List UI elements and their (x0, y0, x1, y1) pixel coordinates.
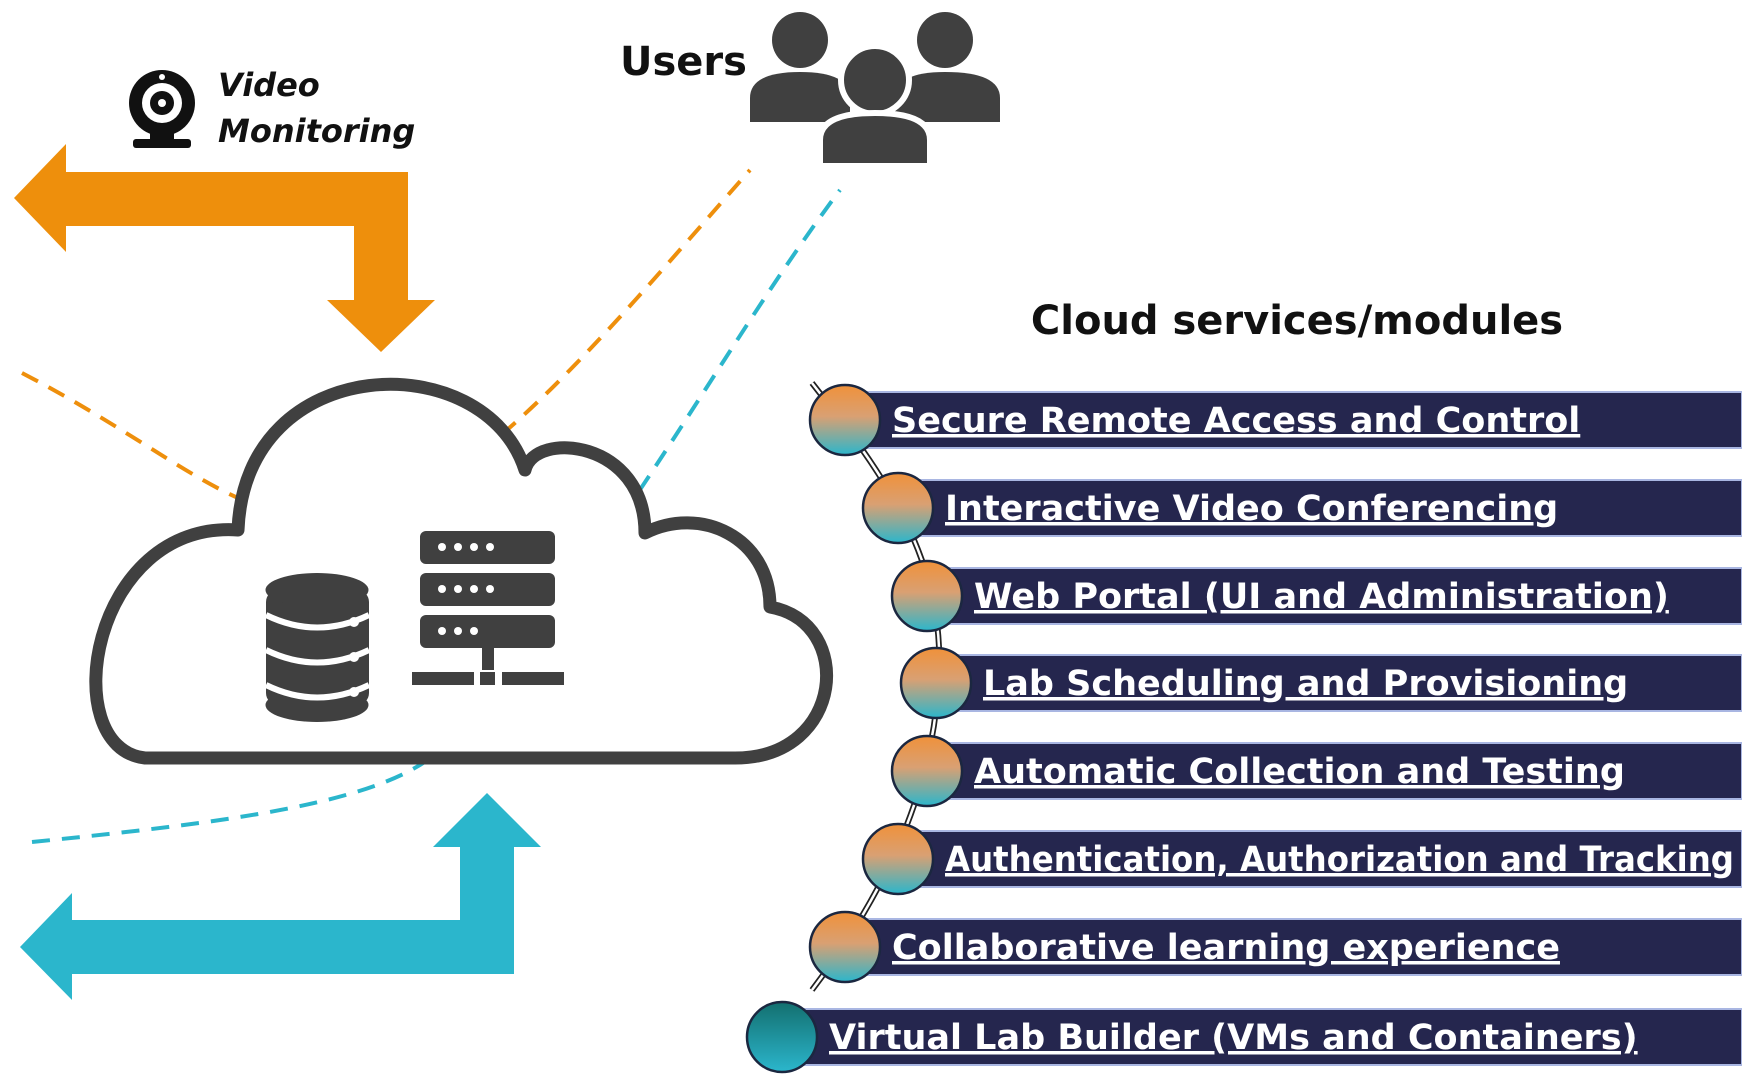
module-bar[interactable] (897, 479, 1742, 537)
video-monitoring-arrow (14, 144, 435, 352)
module-row[interactable]: Interactive Video Conferencing (861, 471, 1742, 545)
module-row[interactable]: Lab Scheduling and Provisioning (899, 646, 1742, 720)
cloud-services-title: Cloud services/modules (1031, 298, 1563, 344)
video-monitoring-label-line2: Monitoring (218, 112, 415, 150)
module-link-label[interactable]: Collaborative learning experience (892, 928, 1560, 968)
module-bullet-icon (808, 383, 882, 457)
cloud-modules-list: Secure Remote Access and ControlInteract… (745, 383, 1742, 1074)
module-row[interactable]: Collaborative learning experience (808, 910, 1742, 984)
module-bar[interactable] (926, 567, 1742, 625)
video-monitoring-label-line1: Video (218, 66, 320, 104)
database-icon (264, 573, 371, 722)
orange-dashed-flow (21, 168, 752, 521)
teal-dashed-flow (31, 188, 842, 844)
user-access-arrow (20, 793, 541, 1000)
cloud-icon (89, 377, 833, 765)
module-bullet-icon (890, 559, 964, 633)
module-link-label[interactable]: Secure Remote Access and Control (892, 401, 1580, 441)
webcam-icon (129, 70, 195, 148)
module-link-label[interactable]: Automatic Collection and Testing (974, 752, 1625, 792)
module-row[interactable]: Automatic Collection and Testing (890, 734, 1742, 808)
module-row[interactable]: Virtual Lab Builder (VMs and Containers) (745, 1000, 1742, 1074)
users-label: Users (620, 39, 747, 85)
module-link-label[interactable]: Authentication, Authorization and Tracki… (945, 840, 1734, 880)
module-link-label[interactable]: Interactive Video Conferencing (945, 489, 1558, 529)
module-bullet-icon (861, 822, 935, 896)
module-row[interactable]: Authentication, Authorization and Tracki… (861, 822, 1742, 896)
module-bar[interactable] (897, 830, 1742, 888)
module-bar[interactable] (926, 742, 1742, 800)
server-network-icon (412, 531, 564, 685)
module-row[interactable]: Secure Remote Access and Control (808, 383, 1742, 457)
module-bullet-icon (745, 1000, 819, 1074)
module-row[interactable]: Web Portal (UI and Administration) (890, 559, 1742, 633)
module-link-label[interactable]: Virtual Lab Builder (VMs and Containers) (829, 1018, 1638, 1058)
module-bullet-icon (808, 910, 882, 984)
module-bullet-icon (899, 646, 973, 720)
module-bar[interactable] (844, 918, 1742, 976)
module-bullet-icon (861, 471, 935, 545)
module-bullet-icon (890, 734, 964, 808)
module-link-label[interactable]: Lab Scheduling and Provisioning (983, 664, 1628, 704)
module-link-label[interactable]: Web Portal (UI and Administration) (974, 577, 1669, 617)
users-group-icon (750, 12, 1000, 169)
